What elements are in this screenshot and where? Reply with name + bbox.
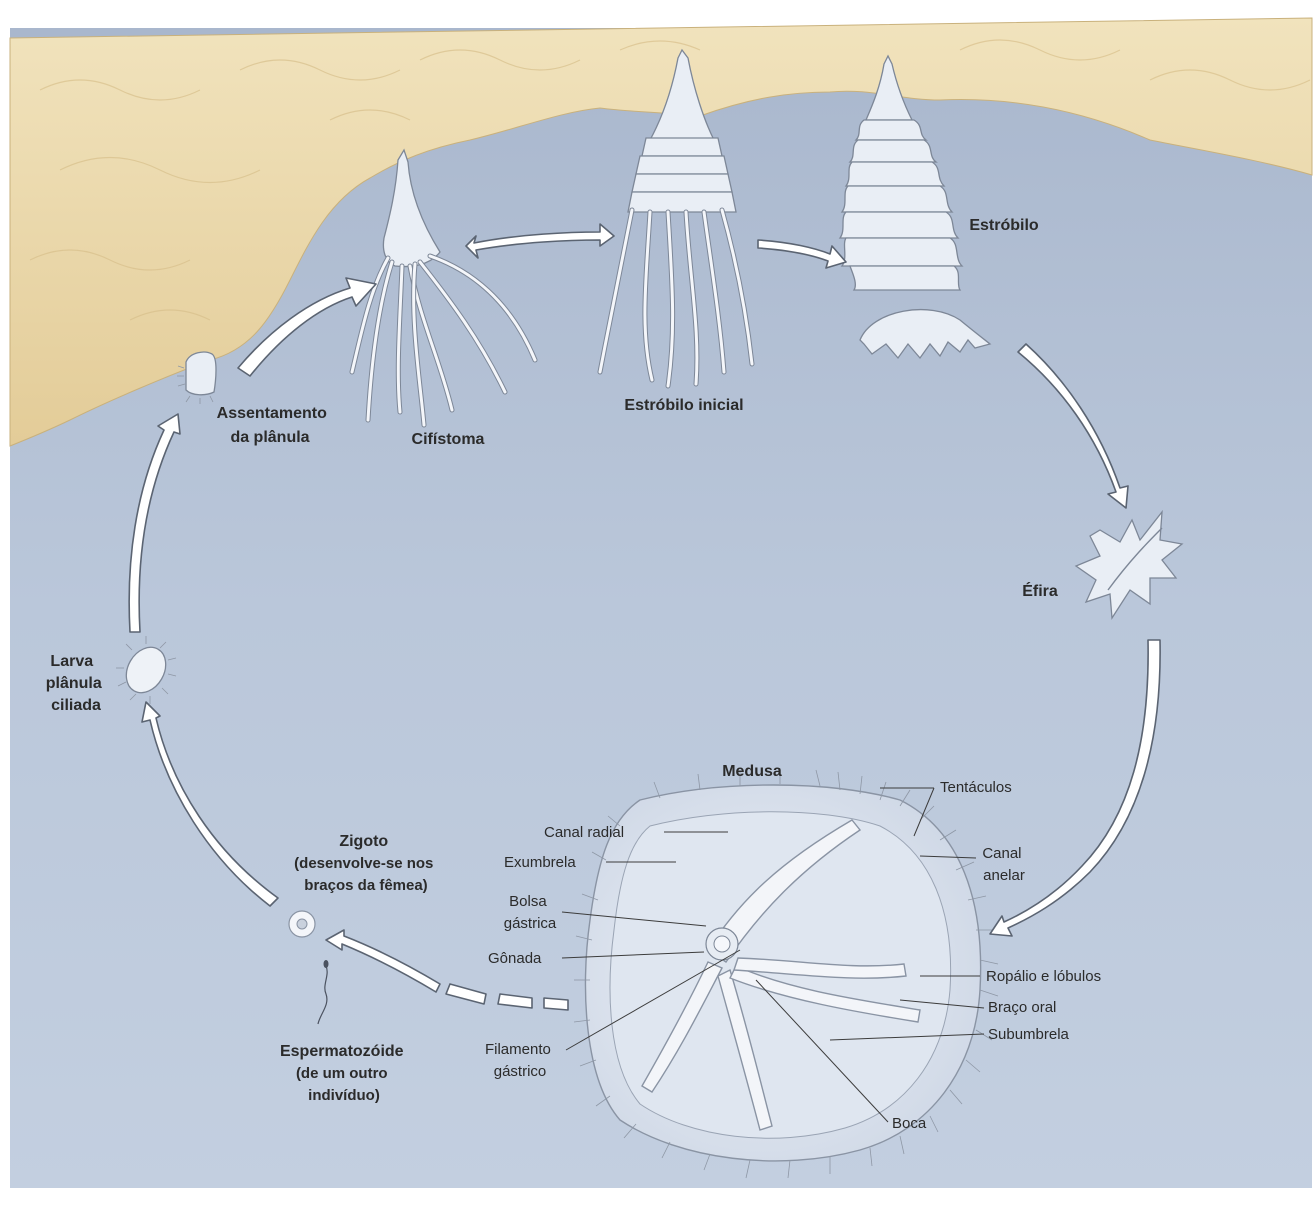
label-gonad: Gônada <box>488 950 542 967</box>
label-medusa: Medusa <box>722 763 782 780</box>
label-oral-arm: Braço oral <box>988 999 1056 1016</box>
label-mouth: Boca <box>892 1115 927 1132</box>
label-ephyra: Éfira <box>1022 581 1058 600</box>
label-tentacles: Tentáculos <box>940 779 1012 796</box>
label-scyphistoma: Cifístoma <box>412 431 485 448</box>
label-radial-canal: Canal radial <box>544 824 624 841</box>
label-exumbrella: Exumbrela <box>504 854 576 871</box>
zygote-illustration <box>289 911 315 937</box>
label-strobila: Estróbilo <box>969 217 1039 234</box>
sperm-head <box>324 960 329 968</box>
label-ciliated-planula: Larva plânula ciliada <box>46 653 106 714</box>
label-rhopalium: Ropálio e lóbulos <box>986 968 1101 985</box>
label-subumbrella: Subumbrela <box>988 1026 1070 1043</box>
label-early-strobila: Estróbilo inicial <box>624 397 743 414</box>
